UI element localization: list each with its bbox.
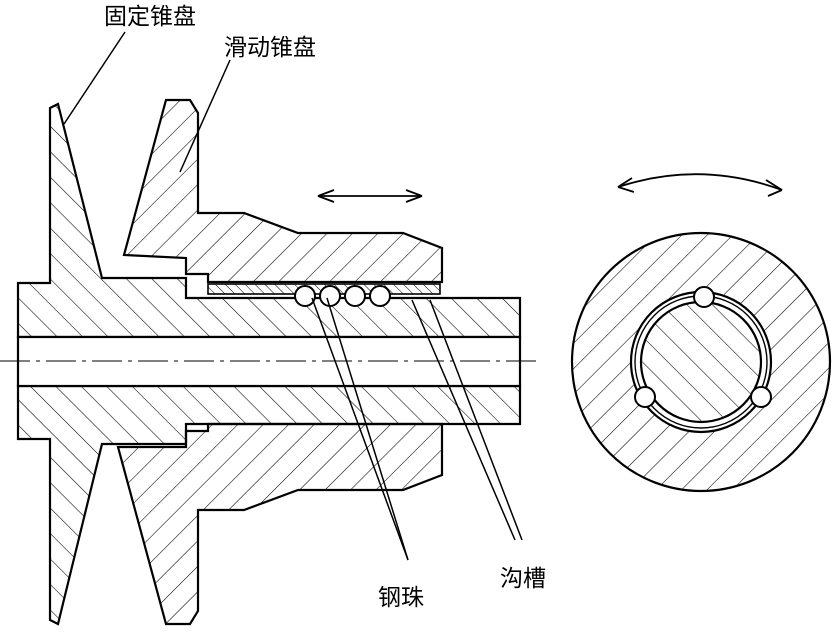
leader-sliding-disc (179, 59, 231, 173)
label-sliding-disc: 滑动锥盘 (224, 35, 316, 61)
end-view-shaft (639, 300, 763, 424)
rotation-arrow (617, 173, 783, 197)
steel-ball (750, 386, 772, 408)
steel-ball (634, 386, 656, 408)
fixed-cone-disc (16, 102, 522, 339)
steel-ball (319, 285, 341, 307)
leader-steel-ball-2 (326, 297, 409, 561)
leader-fixed-disc (63, 31, 126, 125)
fixed-cone-disc-lower (16, 384, 522, 626)
steel-ball (369, 285, 391, 307)
sliding-cone-disc-lower (116, 422, 444, 626)
label-fixed-disc: 固定锥盘 (104, 4, 196, 30)
steel-ball (344, 285, 366, 307)
axial-motion-arrow (317, 189, 423, 203)
leader-groove-2 (429, 299, 523, 541)
leader-groove (411, 299, 516, 541)
end-view (570, 231, 832, 493)
label-steel-ball: 钢珠 (378, 585, 424, 611)
steel-ball (693, 286, 715, 308)
leader-lines (63, 31, 523, 561)
sliding-cone-disc (122, 98, 444, 284)
steel-ball (294, 285, 316, 307)
label-groove: 沟槽 (500, 566, 546, 592)
leader-steel-ball (311, 297, 409, 561)
